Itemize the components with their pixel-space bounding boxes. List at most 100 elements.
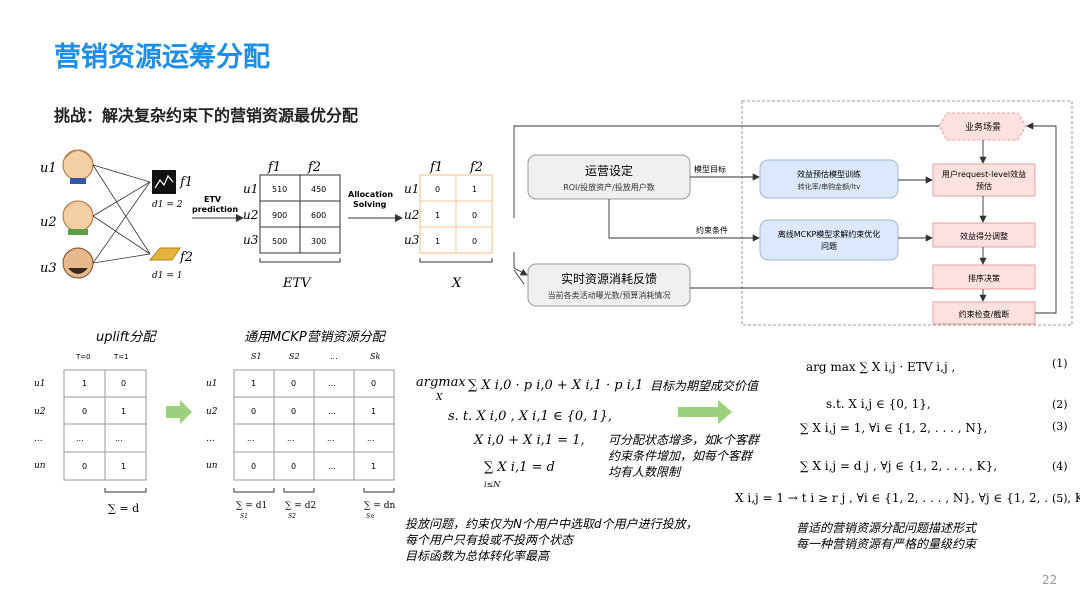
svg-text:u2: u2 [34,407,46,417]
svg-text:u3: u3 [243,233,259,247]
svg-text:∑ X i,j = 1, ∀i ∈ {1, 2, . . .: ∑ X i,j = 1, ∀i ∈ {1, 2, . . . , N}, [800,421,987,435]
business-scene-hex [938,112,1027,141]
svg-text:S1: S1 [251,352,262,361]
bottom-note-1: 投放问题，约束仅为N个用户中选取d个用户进行投放， [405,517,698,531]
svg-text:Sk: Sk [370,352,380,361]
svg-text:0: 0 [291,379,296,388]
svg-text:转化率/串购金额/ltv: 转化率/串购金额/ltv [798,182,861,191]
bottom-note-3: 目标函数为总体转化率最高 [405,549,551,563]
svg-text:u2: u2 [206,407,218,417]
svg-text:问题: 问题 [821,242,837,251]
svg-text:∑ X i,1 = d: ∑ X i,1 = d [484,460,555,475]
right-note-2: 每一种营销资源有严格的量级约束 [796,537,978,551]
user-label-3: u3 [40,261,57,276]
mid-formula: argmax X ∑ X i,0 · p i,0 + X i,1 · p i,1… [416,375,643,489]
user-item-graph: u1 u2 u3 f1 [40,149,193,281]
page-subtitle: 挑战：解决复杂约束下的营销资源最优分配 [54,106,358,125]
uplift-sum: ∑ = d [108,502,139,515]
svg-text:0: 0 [371,379,376,388]
svg-text:X: X [435,393,443,403]
chart-item-icon [152,170,176,194]
label-constraint: 约束条件 [696,225,728,235]
svg-text:T=0: T=0 [75,353,91,361]
svg-text:1: 1 [435,237,440,246]
svg-text:∑ X i,j = d j , ∀j ∈ {1, 2, .: ∑ X i,j = d j , ∀j ∈ {1, 2, . . . , K}, [800,459,997,473]
svg-text:...: ... [287,434,295,443]
svg-text:...: ... [327,434,335,443]
svg-text:0: 0 [291,407,296,416]
request-level-box [932,163,1036,197]
green-arrow-icon [678,400,732,424]
svg-text:1: 1 [472,185,477,194]
svg-text:300: 300 [311,237,326,246]
gold-bar-icon [148,247,181,261]
svg-text:s.t. X i,j ∈ {0, 1},: s.t. X i,j ∈ {0, 1}, [826,397,931,411]
user-label-1: u1 [40,161,57,176]
svg-text:约束检查/截断: 约束检查/截断 [959,309,1010,319]
svg-text:(2): (2) [1052,398,1068,411]
svg-text:u1: u1 [206,379,218,389]
svg-text:...: ... [76,434,84,443]
x-table: f1 f2 u1 u2 u3 0 1 1 0 1 0 X [404,160,493,291]
svg-text:1: 1 [251,379,256,388]
mckp-solve-box [759,219,899,261]
svg-text:业务场景: 业务场景 [965,121,1001,133]
score-adjust-box [932,222,1036,248]
user-label-2: u2 [40,215,57,230]
svg-text:∑ = dn: ∑ = dn [364,501,395,511]
svg-text:...: ... [367,434,375,443]
svg-text:∑ X i,0 · p i,0 + X i,1 · p i,: ∑ X i,0 · p i,0 + X i,1 · p i,1 [468,378,643,393]
svg-text:S2: S2 [289,352,300,361]
svg-text:0: 0 [472,211,477,220]
svg-text:(5): (5) [1052,492,1068,505]
avatar-icon [62,149,94,184]
svg-text:u1: u1 [34,379,46,389]
svg-text:1: 1 [435,211,440,220]
svg-text:0: 0 [291,462,296,471]
svg-text:...: ... [328,462,336,471]
right-note-1: 普适的营销资源分配问题描述形式 [796,521,978,535]
svg-text:效益得分调整: 效益得分调整 [960,231,1008,241]
bottom-note-2: 每个用户只有投或不投两个状态 [405,533,575,547]
svg-text:(4): (4) [1052,460,1068,473]
svg-text:0: 0 [82,407,87,416]
state-note-3: 均有人数限制 [608,465,682,479]
svg-text:i≤N: i≤N [484,480,501,489]
svg-text:...: ... [206,434,215,444]
svg-text:运营设定: 运营设定 [585,163,633,178]
etv-table: f1 f2 u1 u2 u3 510 450 900 600 500 300 E… [243,160,341,291]
svg-text:1: 1 [121,462,126,471]
item-d-1: d1 = 2 [152,200,183,210]
svg-text:...: ... [328,379,336,388]
state-note-2: 约束条件增加，如每个客群 [608,449,754,463]
etv-arrow-label-1: ETV [204,195,222,204]
svg-text:510: 510 [272,185,287,194]
alloc-arrow-label-1: Allocation [348,190,393,199]
x-caption: X [451,276,462,291]
green-arrow-icon [166,400,192,424]
svg-text:u3: u3 [404,233,420,247]
svg-text:ROI/投放资产/投放用户数: ROI/投放资产/投放用户数 [563,182,655,192]
svg-text:当前各类活动曝光数/预算消耗情况: 当前各类活动曝光数/预算消耗情况 [548,290,671,300]
svg-text:arg max ∑ X i,j · ETV i,j ,: arg max ∑ X i,j · ETV i,j , [806,360,955,374]
svg-text:用户request-level效益: 用户request-level效益 [942,169,1026,179]
svg-text:实时资源消耗反馈: 实时资源消耗反馈 [561,271,657,286]
mckp-table: 通用MCKP营销资源分配 S1 S2 ... Sk u1 u2 ... un 1… [206,330,395,520]
svg-text:u2: u2 [243,208,258,222]
svg-text:0: 0 [82,462,87,471]
item-label-2: f2 [179,250,193,265]
svg-text:1: 1 [121,407,126,416]
svg-text:f2: f2 [469,160,483,175]
etv-caption: ETV [282,276,312,291]
svg-text:X i,0 + X i,1 = 1,: X i,0 + X i,1 = 1, [473,433,585,448]
svg-text:u1: u1 [404,182,419,196]
uplift-table: uplift分配 T=0 T=1 u1 u2 ... un 1 0 0 1 ..… [34,330,157,515]
svg-text:离线MCKP模型求解约束优化: 离线MCKP模型求解约束优化 [778,229,881,239]
svg-text:...: ... [34,434,43,444]
svg-text:0: 0 [472,237,477,246]
svg-text:f2: f2 [307,160,321,175]
svg-text:...: ... [330,352,338,361]
page-title: 营销资源运筹分配 [54,41,270,73]
svg-text:un: un [206,461,218,471]
svg-text:(1): (1) [1052,357,1068,370]
